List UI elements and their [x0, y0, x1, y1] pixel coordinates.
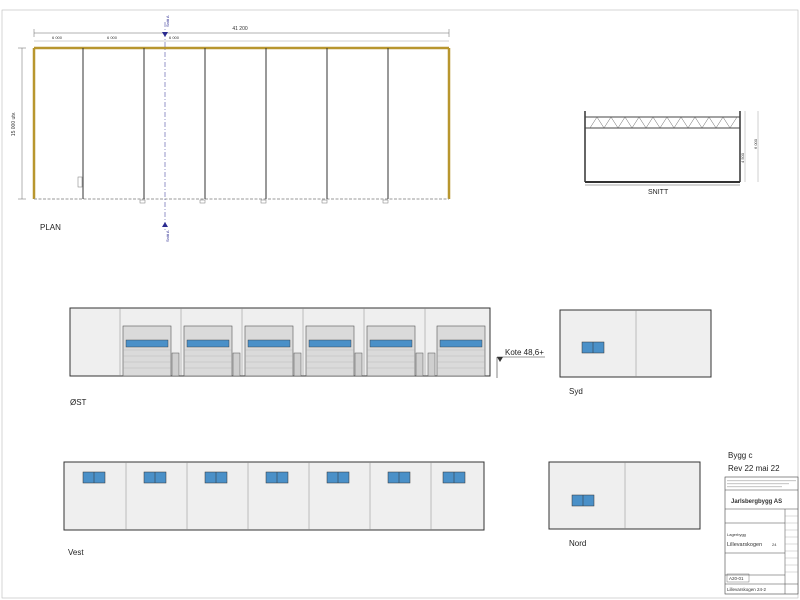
- west-elevation: Vest: [63, 461, 485, 557]
- plan-bay-dimension-3: 6 000: [169, 35, 180, 40]
- plan-bay-dimension-1: 6 000: [52, 35, 63, 40]
- east-elevation-label: ØST: [70, 398, 87, 407]
- level-marker-icon: [497, 357, 503, 362]
- east-personnel-doors: [171, 352, 436, 377]
- section-marker-bottom-icon: [162, 222, 168, 227]
- section-label: SNITT: [648, 189, 669, 196]
- truss: [589, 116, 738, 129]
- east-garage-doors: [122, 325, 486, 377]
- section-dimension-inner: 4 500: [740, 152, 745, 163]
- sheet-border: [1, 9, 799, 599]
- footer-name: Lillevarskogen 24-2: [727, 587, 767, 592]
- level-marker-label: Kote 48,6+: [505, 348, 544, 357]
- plan-door-symbols: [77, 176, 389, 204]
- plan-bay-dimension-2: 6 000: [107, 35, 118, 40]
- plan-view: 41 200 6 000 6 000 6 000 15 000 utv. Sni…: [11, 15, 451, 242]
- south-elevation-label: Syd: [569, 387, 583, 396]
- plan-overall-dimension: 41 200: [232, 26, 248, 32]
- section-dimension-outer: 6 000: [753, 138, 758, 149]
- plan-partitions: [82, 48, 389, 199]
- plan-label: PLAN: [40, 223, 61, 232]
- company-name: Jarlsbergbygg AS: [731, 499, 782, 505]
- drawing-number: A20-01: [729, 576, 744, 581]
- plan-depth-dimension: 15 000 utv.: [11, 112, 17, 136]
- section-marker-bottom-label: Snitt A: [165, 230, 170, 242]
- project-number: 24: [772, 542, 777, 547]
- section-marker-top-icon: [162, 32, 168, 37]
- project-name: Lillevarskogen: [727, 542, 762, 548]
- building-label: Bygg c: [728, 451, 752, 460]
- north-elevation: Nord: [548, 461, 701, 548]
- south-elevation: Syd: [559, 309, 712, 396]
- section-marker-top-label: Snitt A: [165, 15, 170, 27]
- north-elevation-label: Nord: [569, 539, 586, 548]
- section-view: 4 500 6 000 SNITT: [584, 111, 759, 196]
- west-elevation-label: Vest: [68, 548, 84, 557]
- east-elevation: Kote 48,6+ ØST: [69, 307, 545, 407]
- title-block: Bygg c Rev 22 mai 22 Jarlsbergbygg AS La…: [724, 451, 799, 595]
- revision-label: Rev 22 mai 22: [728, 464, 780, 473]
- project-type: Lagerbygg: [727, 532, 746, 537]
